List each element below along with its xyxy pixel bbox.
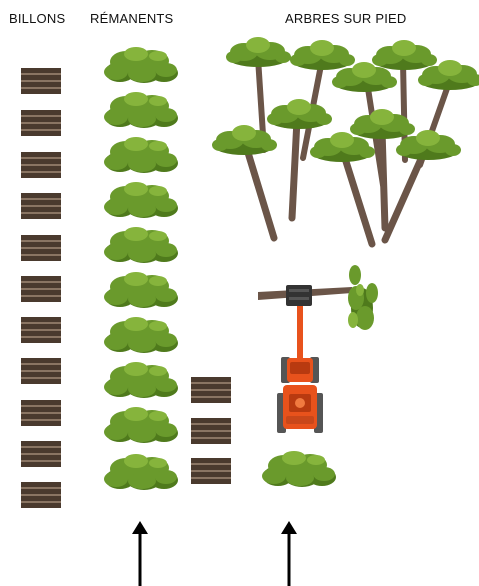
bush-icon — [262, 451, 336, 487]
tree-trunk — [246, 146, 274, 238]
bush-icon — [104, 47, 178, 83]
log-stack-icon — [191, 458, 231, 484]
tree-icon — [372, 40, 437, 70]
log-stack-icon — [21, 276, 61, 302]
tree-canopies — [212, 37, 479, 162]
log-stack-icon — [21, 441, 61, 467]
log-stack-icon — [21, 110, 61, 136]
tree-icon — [226, 37, 291, 67]
tree-trunk — [292, 120, 297, 218]
bush-icon — [104, 272, 178, 308]
arrow-up-icon — [132, 521, 148, 586]
arrow-up-icon — [281, 521, 297, 586]
harvester-head — [286, 285, 312, 306]
log-stack-icon — [21, 400, 61, 426]
harvester-boom — [297, 304, 303, 362]
direction-arrows — [132, 521, 297, 586]
log-stack-icon — [191, 418, 231, 444]
log-stack-icon — [21, 193, 61, 219]
log-stack-icon — [21, 358, 61, 384]
log-stack-icon — [21, 68, 61, 94]
tree-icon — [212, 125, 277, 155]
bush-icon — [104, 407, 178, 443]
bush-icon — [104, 454, 178, 490]
harvester-icon — [277, 285, 323, 433]
tree-trunk — [385, 150, 425, 240]
log-stack-icon — [21, 482, 61, 508]
bush-icon — [104, 227, 178, 263]
bush-icon — [104, 362, 178, 398]
log-stack-icon — [191, 377, 231, 403]
tree-icon — [290, 40, 355, 70]
bush-icon — [104, 137, 178, 173]
bush-icon — [104, 182, 178, 218]
tree-trunk — [382, 130, 385, 228]
new-log-stacks — [191, 377, 231, 484]
log-stack-icon — [21, 152, 61, 178]
slash-column — [104, 47, 178, 490]
bush-icon — [104, 92, 178, 128]
tree-icon — [267, 99, 332, 129]
log-stack-icon — [21, 317, 61, 343]
log-stack-icon — [21, 235, 61, 261]
felled-tree-canopy — [348, 265, 378, 330]
felled-tree — [258, 265, 378, 330]
bush-icon — [104, 317, 178, 353]
log-stacks-column — [21, 68, 61, 508]
tree-trunk — [343, 152, 372, 244]
